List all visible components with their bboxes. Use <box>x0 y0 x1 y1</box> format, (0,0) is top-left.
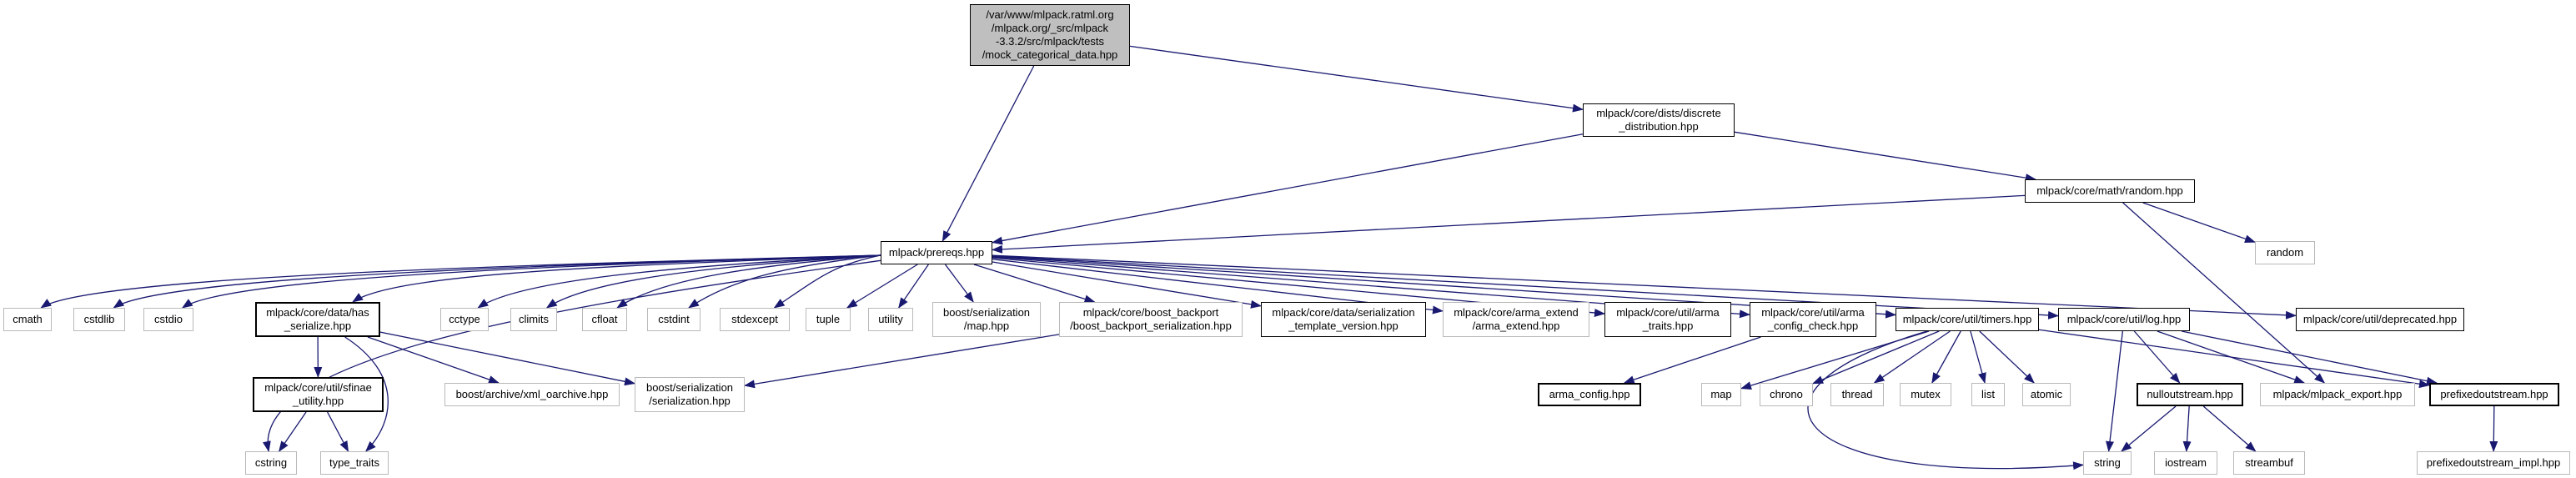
edge-prereqs-to-utility <box>898 264 929 309</box>
edge-prereqs-to-boost_backport <box>973 264 1096 304</box>
graph-node-string: string <box>2083 451 2132 475</box>
graph-node-chrono: chrono <box>1760 383 1813 406</box>
graph-node-streambuf: streambuf <box>2233 451 2305 475</box>
graph-node-iostream: iostream <box>2154 451 2217 475</box>
edge-timers-to-list <box>1970 330 1986 384</box>
edge-timers-to-mutex <box>1931 330 1961 384</box>
edge-has_serialize-to-type_traits <box>344 336 389 452</box>
graph-node-cstring: cstring <box>245 451 297 475</box>
edge-sfinae-to-cstring <box>279 411 307 452</box>
edge-prereqs-to-ser_template <box>992 261 1262 309</box>
edge-nulloutstream-to-streambuf <box>2202 405 2257 452</box>
graph-node-boost_backport: mlpack/core/boost_backport /boost_backpo… <box>1059 302 1243 337</box>
edge-timers-to-string <box>1807 330 2084 470</box>
edge-arma_config_check-to-arma_config <box>1623 336 1761 384</box>
graph-node-sfinae[interactable]: mlpack/core/util/sfinae _utility.hpp <box>253 377 384 412</box>
edge-nulloutstream-to-iostream <box>2182 405 2192 452</box>
edge-prefixedoutstream-to-impl <box>2489 405 2498 452</box>
graph-node-arma_config[interactable]: arma_config.hpp <box>1538 383 1641 406</box>
graph-node-atomic: atomic <box>2022 383 2071 406</box>
graph-node-boost_map: boost/serialization /map.hpp <box>932 302 1041 337</box>
graph-node-stdexcept: stdexcept <box>720 308 790 331</box>
graph-node-cctype: cctype <box>440 308 489 331</box>
edge-prereqs-to-has_serialize <box>352 254 881 303</box>
edge-random_hpp-to-prereqs <box>992 194 2026 254</box>
graph-node-arma_config_check[interactable]: mlpack/core/util/arma _config_check.hpp <box>1750 302 1876 337</box>
graph-node-discrete[interactable]: mlpack/core/dists/discrete _distribution… <box>1583 103 1735 137</box>
graph-node-timers[interactable]: mlpack/core/util/timers.hpp <box>1896 308 2039 331</box>
edge-log-to-prefixedoutstream <box>2181 330 2438 385</box>
graph-node-utility: utility <box>868 308 913 331</box>
graph-node-deprecated[interactable]: mlpack/core/util/deprecated.hpp <box>2296 308 2464 331</box>
graph-node-mock[interactable]: /var/www/mlpack.ratml.org /mlpack.org/_s… <box>970 4 1130 66</box>
edge-prereqs-to-timers <box>992 255 1896 319</box>
graph-node-prefixedoutstream[interactable]: prefixedoutstream.hpp <box>2429 383 2559 406</box>
graph-node-xml_oarchive: boost/archive/xml_oarchive.hpp <box>444 383 620 406</box>
graph-node-type_traits: type_traits <box>320 451 389 475</box>
edge-prereqs-to-climits <box>545 254 881 309</box>
graph-node-cstdint: cstdint <box>647 308 700 331</box>
graph-node-log[interactable]: mlpack/core/util/log.hpp <box>2058 308 2190 331</box>
graph-node-mlpack_export: mlpack/mlpack_export.hpp <box>2260 383 2415 406</box>
graph-node-cmath: cmath <box>3 308 52 331</box>
graph-node-thread: thread <box>1830 383 1884 406</box>
graph-node-tuple: tuple <box>806 308 851 331</box>
edge-log-to-string <box>2106 330 2124 452</box>
edge-has_serialize-to-serialization <box>379 331 635 386</box>
edge-prereqs-to-deprecated <box>992 254 2297 320</box>
edge-prereqs-to-cfloat <box>616 254 881 309</box>
edge-has_serialize-to-xml_oarchive <box>367 336 500 384</box>
edge-prereqs-to-cstring <box>262 259 881 452</box>
edge-mock-to-prereqs <box>942 65 1035 242</box>
graph-node-cstdio: cstdio <box>143 308 193 331</box>
graph-node-ser_template[interactable]: mlpack/core/data/serialization _template… <box>1261 302 1426 337</box>
graph-node-map: map <box>1701 383 1741 406</box>
edge-prereqs-to-cmath <box>40 254 881 309</box>
edge-prereqs-to-stdexcept <box>773 254 881 309</box>
edge-sfinae-to-type_traits <box>327 411 349 452</box>
graph-node-climits: climits <box>510 308 557 331</box>
edge-prereqs-to-cstdio <box>181 254 881 309</box>
edge-mock-to-discrete <box>1129 45 1584 113</box>
edge-timers-to-atomic <box>1979 330 2035 384</box>
edge-random_hpp-to-random <box>2142 202 2256 244</box>
graph-node-mutex: mutex <box>1900 383 1951 406</box>
edge-discrete-to-random_hpp <box>1734 131 2036 183</box>
edge-prereqs-to-cstdint <box>688 254 881 309</box>
edge-timers-to-thread <box>1873 330 1951 384</box>
graph-node-cstdlib: cstdlib <box>73 308 125 331</box>
edge-prereqs-to-cctype <box>477 254 881 309</box>
edge-timers-to-prefixedoutstream <box>2038 329 2430 389</box>
edge-prereqs-to-cstdlib <box>113 254 881 309</box>
edge-log-to-nulloutstream <box>2133 330 2181 384</box>
graph-node-prereqs[interactable]: mlpack/prereqs.hpp <box>881 241 992 264</box>
graph-node-has_serialize[interactable]: mlpack/core/data/has _serialize.hpp <box>255 302 380 337</box>
edge-prereqs-to-boost_map <box>944 264 974 303</box>
graph-node-random: random <box>2255 241 2315 264</box>
graph-node-impl: prefixedoutstream_impl.hpp <box>2417 451 2570 475</box>
edge-boost_backport-to-serialization <box>744 334 1060 389</box>
edge-discrete-to-prereqs <box>992 133 1584 245</box>
graph-node-list: list <box>1971 383 2005 406</box>
graph-node-arma_extend: mlpack/core/arma_extend /arma_extend.hpp <box>1443 302 1589 337</box>
graph-node-serialization: boost/serialization /serialization.hpp <box>635 377 745 412</box>
edge-prereqs-to-tuple <box>846 264 918 309</box>
edge-log-to-mlpack_export <box>2157 330 2306 384</box>
edge-prereqs-to-log <box>992 255 2059 320</box>
edge-nulloutstream-to-string <box>2121 405 2177 452</box>
edge-timers-to-chrono <box>1812 330 1940 385</box>
graph-node-random_hpp[interactable]: mlpack/core/math/random.hpp <box>2025 179 2195 203</box>
graph-node-arma_traits[interactable]: mlpack/core/util/arma _traits.hpp <box>1604 302 1731 337</box>
graph-node-nulloutstream[interactable]: nulloutstream.hpp <box>2137 383 2243 406</box>
graph-node-cfloat: cfloat <box>582 308 627 331</box>
